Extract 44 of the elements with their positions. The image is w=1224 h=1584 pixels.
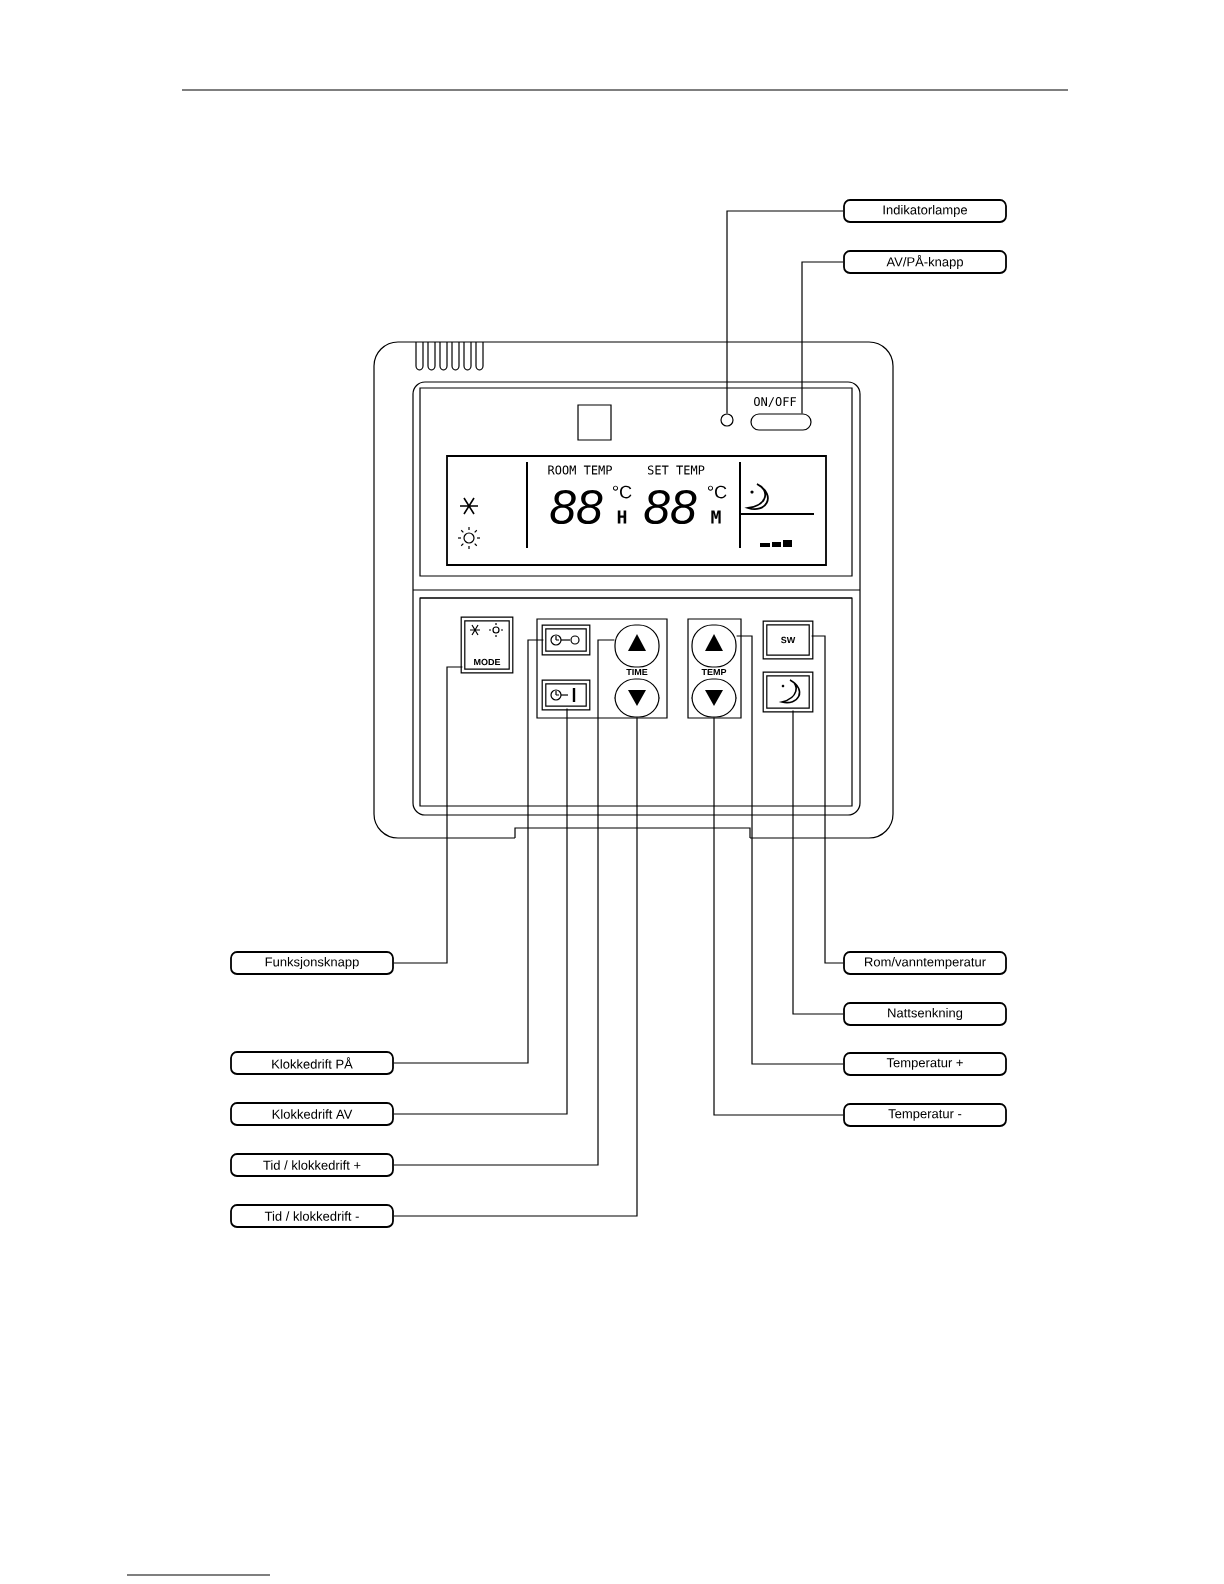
button	[541, 679, 591, 711]
arrow-up-button	[614, 624, 660, 668]
callout-box: AV/PÅ-knapp	[843, 250, 1007, 274]
display-label: ROOM TEMP	[548, 465, 612, 475]
leader-line	[393, 639, 615, 1166]
unit-label: M	[711, 510, 721, 524]
node-label: ON/OFF	[754, 397, 796, 408]
leader-line	[393, 666, 463, 964]
leader-line	[713, 717, 844, 1116]
digit-display: 88	[644, 490, 697, 524]
digit-display: 88	[550, 490, 603, 524]
leader-line	[393, 717, 638, 1217]
leader-line	[736, 635, 844, 1065]
on-off-button: ON/OFF	[750, 396, 812, 431]
arrow-down-button	[691, 678, 737, 718]
leader-line	[792, 710, 844, 1015]
callout-box: Tid / klokkedrift -	[230, 1204, 394, 1228]
leader-line	[801, 261, 844, 414]
unit-label: °C	[707, 485, 727, 499]
callout-box: Temperatur -	[843, 1103, 1007, 1127]
unit-label: H	[617, 510, 627, 524]
callout-box: Tid / klokkedrift +	[230, 1153, 394, 1177]
leader-line	[811, 635, 844, 964]
indicator-lamp	[720, 413, 734, 427]
button-label: TEMP	[701, 668, 727, 676]
arrow-up-button	[691, 624, 737, 668]
mode-button: MODE	[460, 616, 514, 674]
callout-box: Klokkedrift PÅ	[230, 1051, 394, 1075]
button-label: TIME	[626, 668, 648, 676]
display-label: SET TEMP	[647, 465, 705, 475]
leader-line	[393, 708, 568, 1115]
button	[541, 624, 591, 656]
callout-box: Rom/vanntemperatur	[843, 951, 1007, 975]
callout-box: Indikatorlampe	[843, 199, 1007, 223]
leader-line	[726, 210, 844, 414]
arrow-down-button	[614, 678, 660, 718]
callout-box: Nattsenkning	[843, 1002, 1007, 1026]
callout-box: Temperatur +	[843, 1052, 1007, 1076]
leader-line	[393, 639, 544, 1064]
button	[762, 671, 814, 713]
callout-box: Klokkedrift AV	[230, 1102, 394, 1126]
sw-button: SW	[762, 620, 814, 660]
callout-box: Funksjonsknapp	[230, 951, 394, 975]
unit-label: °C	[612, 485, 632, 499]
